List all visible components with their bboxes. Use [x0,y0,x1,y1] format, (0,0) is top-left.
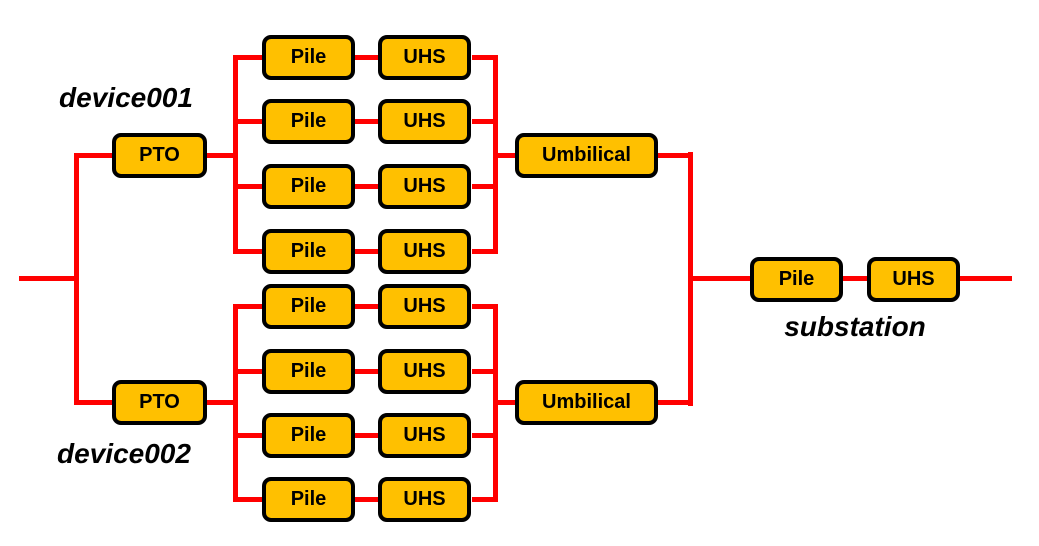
pile-block-d2-branch3: Pile [262,413,355,458]
uhs-block-d2-branch1: UHS [378,284,471,329]
d2-branch4-pile-uhs-line [355,497,378,502]
pile-block-substation: Pile [750,257,843,302]
d2-branch2-out-line [472,369,496,374]
d2-umbilical-out-line [658,400,691,405]
pto2-out-line [207,400,238,405]
uhs-block-d1-branch2: UHS [378,99,471,144]
pile-block-d1-branch1: Pile [262,35,355,80]
d1-branch4-in-line [233,249,262,254]
d2-umbilical-in-line [493,400,515,405]
d1-branch3-in-line [233,184,262,189]
device001-label: device001 [59,82,193,113]
d2-branch4-out-line [472,497,496,502]
pile-block-d1-branch3: Pile [262,164,355,209]
uhs-block-d2-branch3: UHS [378,413,471,458]
d2-branch2-pile-uhs-line [355,369,378,374]
pile-block-d2-branch2: Pile [262,349,355,394]
trunk-to-pto2-line [76,400,112,405]
input-line [19,276,79,281]
d1-branch1-out-line [472,55,496,60]
trunk-split-line [74,153,79,405]
d1-branch3-pile-uhs-line [355,184,378,189]
output-line [960,276,1012,281]
d1-branch2-pile-uhs-line [355,119,378,124]
device2-fanout-line [233,304,238,502]
pto-block-device001: PTO [112,133,207,178]
d1-branch1-pile-uhs-line [355,55,378,60]
pto-block-device002: PTO [112,380,207,425]
uhs-block-d1-branch3: UHS [378,164,471,209]
substation-pile-uhs-line [843,276,867,281]
d1-umbilical-in-line [493,153,515,158]
substation-in-line [688,276,750,281]
uhs-block-d2-branch2: UHS [378,349,471,394]
d2-branch3-out-line [472,433,496,438]
d2-branch1-pile-uhs-line [355,304,378,309]
uhs-block-substation: UHS [867,257,960,302]
pile-block-d1-branch4: Pile [262,229,355,274]
umbilical-block-device002: Umbilical [515,380,658,425]
pile-block-d1-branch2: Pile [262,99,355,144]
uhs-block-d1-branch4: UHS [378,229,471,274]
pile-block-d2-branch4: Pile [262,477,355,522]
d1-branch2-out-line [472,119,496,124]
d2-branch3-in-line [233,433,262,438]
device002-label: device002 [57,438,191,469]
d1-branch3-out-line [472,184,496,189]
d1-branch4-pile-uhs-line [355,249,378,254]
pto1-out-line [207,153,238,158]
trunk-to-pto1-line [76,153,112,158]
d2-branch4-in-line [233,497,262,502]
d2-branch1-in-line [233,304,262,309]
d1-umbilical-out-line [658,153,691,158]
umbilical-block-device001: Umbilical [515,133,658,178]
uhs-block-d2-branch4: UHS [378,477,471,522]
d2-branch1-out-line [472,304,496,309]
d1-branch4-out-line [472,249,496,254]
d2-branch3-pile-uhs-line [355,433,378,438]
device1-fanout-line [233,55,238,254]
d1-branch1-in-line [233,55,262,60]
substation-label: substation [784,311,926,342]
d1-branch2-in-line [233,119,262,124]
pile-block-d2-branch1: Pile [262,284,355,329]
uhs-block-d1-branch1: UHS [378,35,471,80]
d2-branch2-in-line [233,369,262,374]
